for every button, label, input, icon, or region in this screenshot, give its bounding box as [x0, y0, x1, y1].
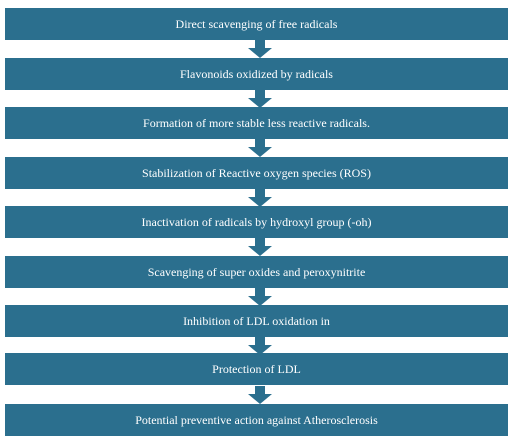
down-arrow-icon — [248, 40, 272, 58]
flow-step-7: Inhibition of LDL oxidation in — [5, 305, 508, 337]
flow-step-9: Potential preventive action against Athe… — [5, 404, 508, 436]
flow-step-4: Stabilization of Reactive oxygen species… — [5, 157, 508, 189]
down-arrow-icon — [248, 139, 272, 157]
down-arrow-icon — [248, 337, 272, 355]
down-arrow-icon — [248, 386, 272, 404]
flow-step-5: Inactivation of radicals by hydroxyl gro… — [5, 206, 508, 238]
flow-step-6: Scavenging of super oxides and peroxynit… — [5, 256, 508, 288]
down-arrow-icon — [248, 90, 272, 108]
down-arrow-icon — [248, 189, 272, 207]
flow-step-8: Protection of LDL — [5, 353, 508, 385]
flow-step-1: Direct scavenging of free radicals — [5, 8, 508, 40]
flow-step-3: Formation of more stable less reactive r… — [5, 107, 508, 139]
down-arrow-icon — [248, 288, 272, 306]
down-arrow-icon — [248, 238, 272, 256]
flow-step-2: Flavonoids oxidized by radicals — [5, 58, 508, 90]
